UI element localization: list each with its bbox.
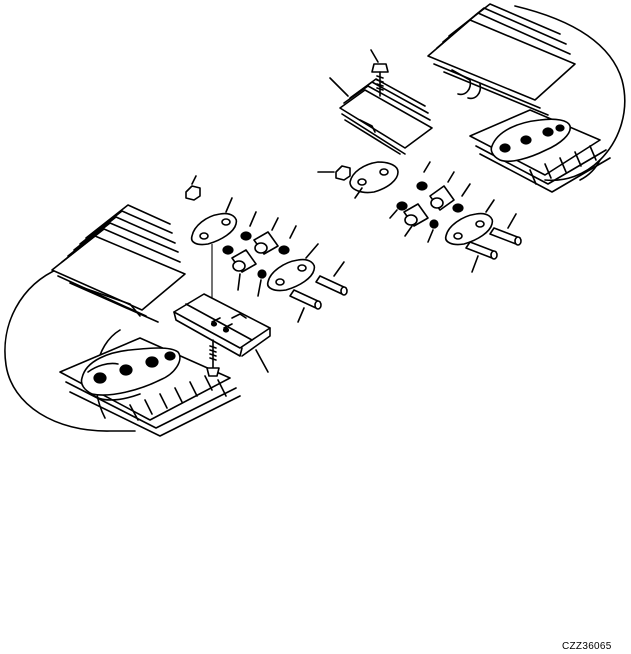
callout-leader (427, 229, 434, 243)
upper-seal-2 (452, 183, 471, 213)
callout-leader (471, 255, 479, 273)
callout-leader (447, 171, 455, 183)
left-track-loop-outline (4, 267, 136, 432)
upper-bushing (429, 171, 455, 211)
callout-leader (271, 217, 279, 231)
callout-leader (423, 161, 431, 173)
lower-seal-3 (222, 245, 234, 255)
callout-leader (225, 197, 233, 213)
lower-nut (185, 175, 201, 201)
left-track-lower-links (59, 337, 241, 437)
upper-inner-bushing (403, 203, 429, 237)
right-track-assembly (427, 3, 626, 193)
lower-pin-1 (315, 261, 348, 296)
right-track-lower-links (469, 109, 611, 193)
lower-left-link (190, 197, 238, 246)
upper-shoe-bolt (370, 49, 389, 97)
callout-leader (329, 77, 349, 97)
lower-inner-bushing (231, 249, 257, 291)
callout-leader (305, 243, 319, 259)
lower-seal-2 (278, 225, 297, 255)
lower-seal-1 (240, 211, 257, 241)
upper-left-link (349, 161, 399, 199)
callout-leader (297, 307, 305, 323)
callout-leader (237, 273, 241, 291)
right-track-loop-outline (514, 5, 626, 182)
callout-leader (485, 199, 495, 213)
left-track-assembly (4, 204, 241, 437)
lower-track-shoe (173, 293, 271, 373)
left-track-top-shoes (51, 204, 186, 323)
drawing-code-label: CZZ36065 (562, 641, 612, 652)
upper-shoe-nut (317, 165, 351, 181)
callout-leader (389, 209, 398, 219)
lower-pin-2 (289, 289, 322, 323)
right-track-top-shoes (427, 3, 576, 116)
lower-seal-4 (257, 269, 267, 297)
callout-leader (404, 225, 413, 237)
upper-seal-4 (427, 219, 439, 243)
upper-pin-2 (465, 241, 498, 273)
lower-bushing (253, 217, 279, 255)
callout-leader (217, 379, 227, 397)
upper-track-shoe (329, 77, 433, 155)
lower-right-link (266, 243, 319, 292)
callout-leader (255, 349, 269, 373)
callout-leader (257, 279, 262, 297)
upper-pin-1 (489, 213, 522, 246)
upper-right-link (444, 199, 495, 246)
upper-seal-1 (416, 161, 431, 191)
callout-leader (333, 261, 345, 277)
callout-leader (354, 187, 363, 199)
callout-leader (191, 175, 197, 185)
upper-seal-3 (389, 201, 408, 219)
callout-leader (461, 183, 471, 197)
callout-leader (370, 49, 379, 63)
callout-leader (507, 213, 517, 229)
callout-leader (249, 211, 257, 227)
callout-leader (289, 225, 297, 239)
lower-shoe-bolt (206, 339, 227, 397)
